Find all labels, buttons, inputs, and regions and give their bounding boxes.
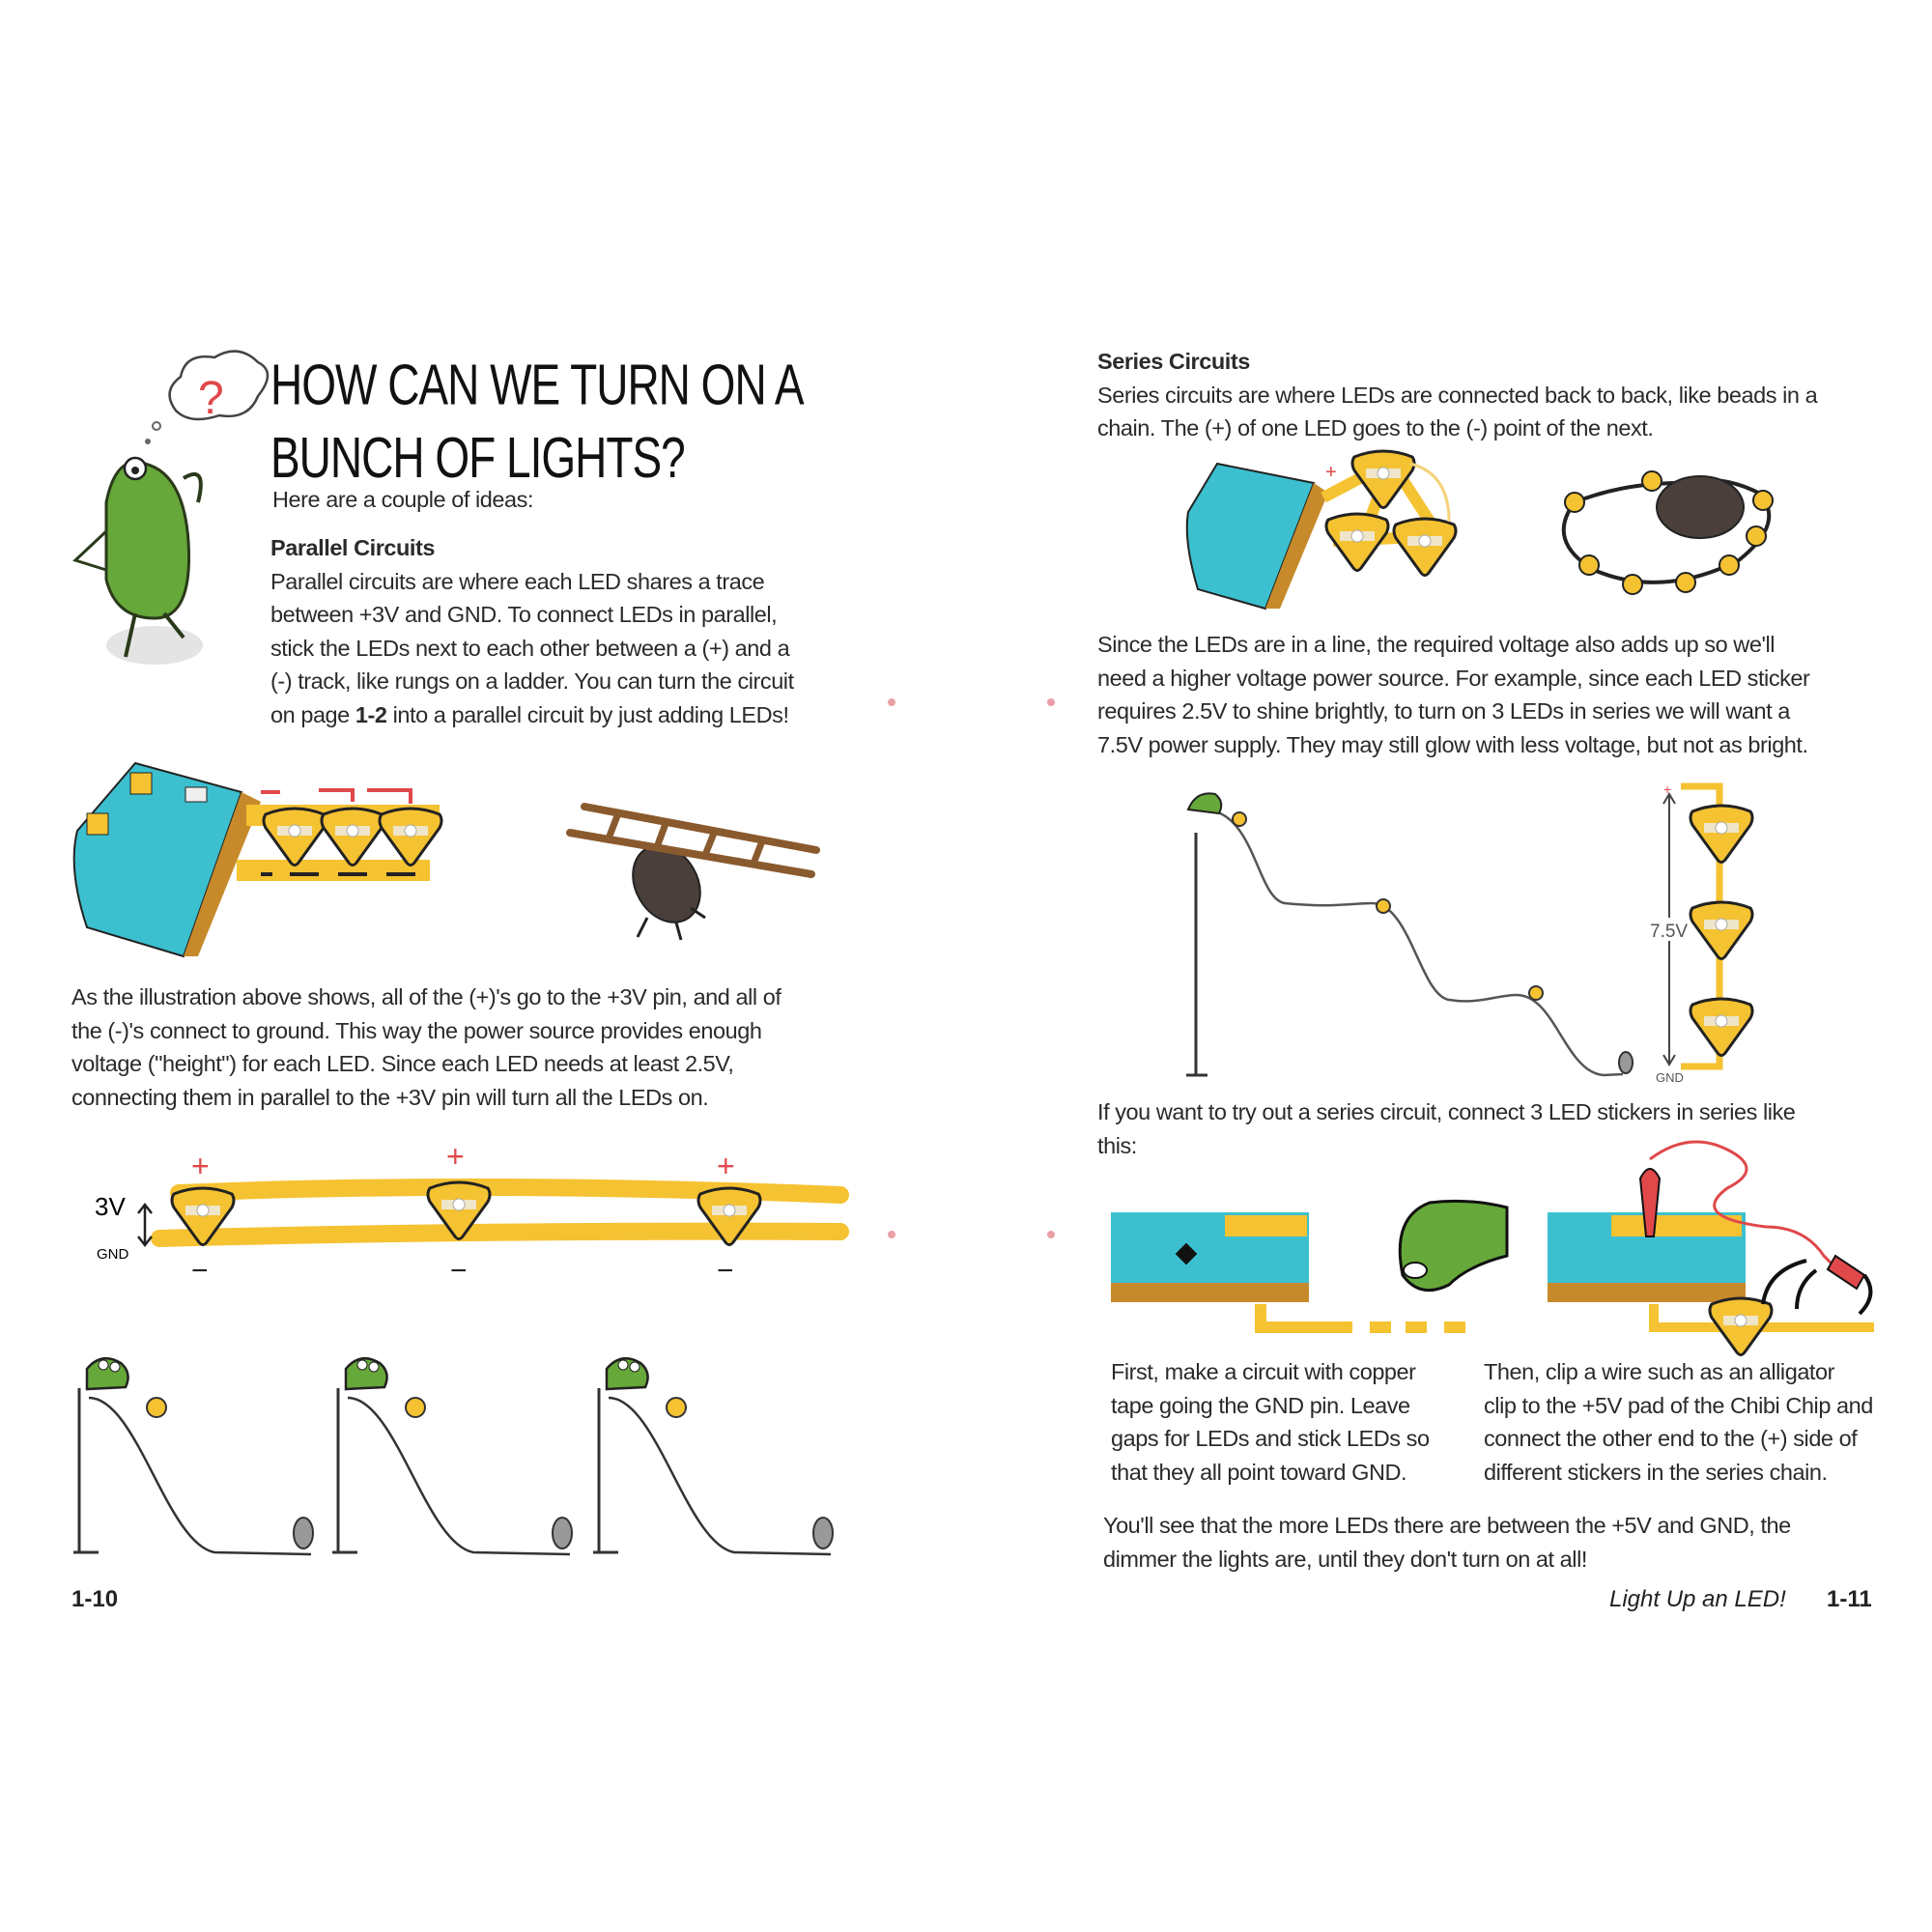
minus-label: − bbox=[717, 1255, 734, 1287]
3v-label: 3V bbox=[95, 1192, 126, 1221]
intro-text: Here are a couple of ideas: bbox=[272, 487, 534, 512]
minus-label: − bbox=[450, 1255, 468, 1287]
explanation-paragraph: As the illustration above shows, all of … bbox=[71, 984, 781, 1110]
page-number-left: 1-10 bbox=[71, 1586, 119, 1612]
minus-label: − bbox=[191, 1255, 209, 1287]
series-section: Series Circuits Series circuits are wher… bbox=[1097, 345, 1818, 445]
conclusion-paragraph: You'll see that the more LEDs there are … bbox=[1103, 1513, 1791, 1572]
try-paragraph: If you want to try out a series circuit,… bbox=[1097, 1099, 1796, 1158]
bug-bead-chain-icon bbox=[1561, 470, 1774, 595]
gnd-label: GND bbox=[97, 1246, 129, 1263]
chibi-chip-clip-illustration bbox=[1548, 1140, 1874, 1356]
plus-label: + bbox=[191, 1149, 210, 1183]
series-chip-illustration: + bbox=[1185, 449, 1458, 611]
plus-label: + bbox=[717, 1149, 735, 1183]
parallel-chip-illustration bbox=[72, 761, 443, 958]
question-mark: ? bbox=[198, 373, 224, 424]
chapter-title: Light Up an LED! bbox=[1609, 1586, 1786, 1612]
parallel-rails-diagram: 3V GND + + + − − − bbox=[95, 1139, 849, 1287]
page-title: HOW CAN WE TURN ON A BUNCH OF LIGHTS? bbox=[270, 351, 805, 490]
hand-icon bbox=[1398, 1199, 1509, 1293]
svg-text:+: + bbox=[1325, 462, 1337, 483]
thought-bubble-icon bbox=[168, 350, 270, 421]
page-reference: 1-2 bbox=[355, 701, 387, 727]
series-heading: Series Circuits bbox=[1097, 349, 1250, 374]
step-1-text: First, make a circuit with copper tape g… bbox=[1111, 1359, 1430, 1485]
svg-text:+: + bbox=[1663, 781, 1671, 797]
registration-marks bbox=[888, 698, 1055, 1238]
7-5v-label: 7.5V bbox=[1650, 922, 1688, 942]
voltage-paragraph: Since the LEDs are in a line, the requir… bbox=[1097, 632, 1810, 757]
plus-label: + bbox=[446, 1139, 465, 1174]
parallel-heading: Parallel Circuits bbox=[270, 535, 435, 560]
hill-diagram-icon bbox=[71, 1356, 835, 1556]
parallel-section: Parallel Circuits Parallel circuits are … bbox=[270, 531, 794, 731]
gnd-label: GND bbox=[1656, 1070, 1684, 1085]
alligator-clip-icon bbox=[1638, 1168, 1662, 1237]
chibi-chip-icon bbox=[1111, 1212, 1465, 1333]
series-hill-diagram: 7.5V GND + bbox=[1186, 781, 1754, 1085]
page-number-right: 1-11 bbox=[1827, 1586, 1872, 1612]
step-2-text: Then, clip a wire such as an alligator c… bbox=[1484, 1359, 1873, 1485]
frog-thinking-icon: ? bbox=[72, 350, 270, 665]
bug-ladder-icon bbox=[566, 803, 820, 941]
